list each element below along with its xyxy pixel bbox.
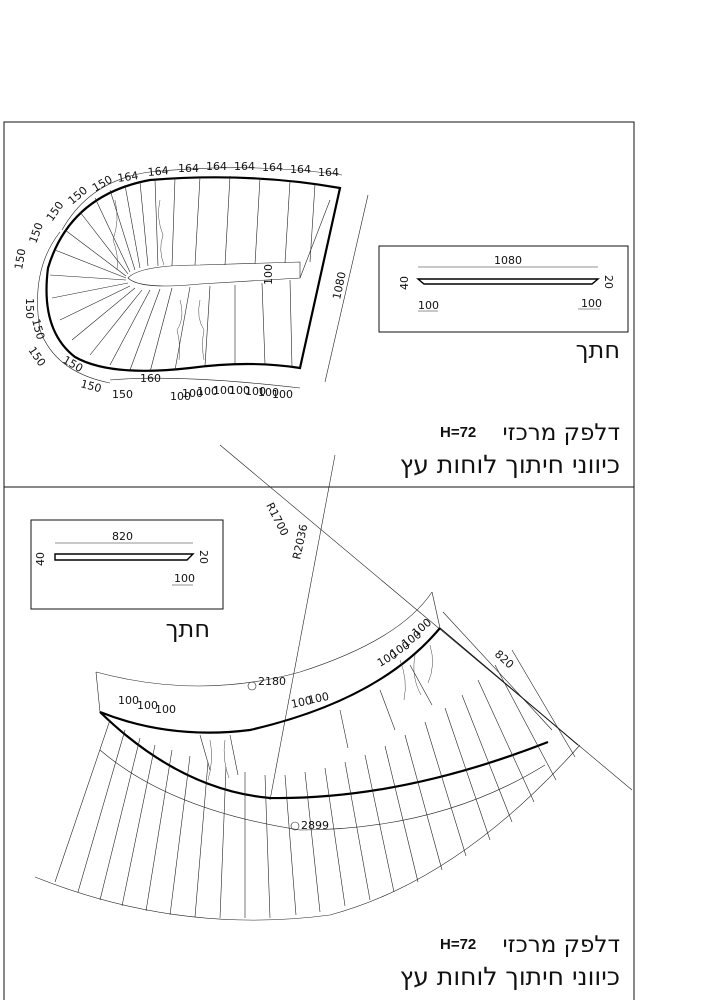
dim-line-1080: [324, 194, 369, 383]
dim-164-6: 164: [262, 161, 283, 174]
top-title-line2: כיווני חיתוך לוחות עץ: [399, 450, 620, 479]
dim-100-b5: 100: [229, 384, 250, 397]
top-section-profile: [416, 278, 600, 285]
strip-dim-m2: 100: [307, 690, 330, 707]
dim-line-820: [442, 611, 553, 731]
dim-150-7: 150: [29, 317, 47, 341]
arc-outer-edge: [34, 744, 581, 921]
arc-end-right: [439, 627, 579, 746]
top-section-label: חתך: [575, 336, 620, 364]
dim-100-b1: 100: [170, 390, 191, 403]
strip-dim-l3: 100: [155, 703, 176, 716]
diam-label-2899: 2899: [301, 819, 329, 832]
bottom-section-detail: 820 40 20 100: [30, 519, 224, 610]
arc-upper-guide: [95, 591, 433, 687]
bottom-section-profile: [54, 553, 195, 561]
arc-outer-top: [99, 627, 441, 734]
bottom-section-length: 820: [112, 530, 133, 543]
dim-100-b3: 100: [197, 385, 218, 398]
dim-164-4: 164: [206, 160, 227, 173]
top-height-label: H=72: [440, 424, 477, 441]
bottom-thick-40: 40: [34, 552, 47, 566]
section-thick-20: 20: [602, 275, 615, 289]
dim-100-b4: 100: [213, 384, 234, 397]
dim-164-8: 164: [318, 166, 339, 179]
bottom-edge-right: 100: [174, 572, 195, 585]
strip-dim-m1: 100: [290, 694, 313, 711]
dim-164-2: 164: [147, 164, 169, 179]
top-counter-plan: 164 164 164 164 164 164 164 164 150 150 …: [12, 160, 369, 403]
dim-150-5: 150: [12, 248, 28, 271]
radius-label-2036: R2036: [290, 523, 310, 561]
section-edge-left: 100: [418, 299, 439, 312]
top-section-box: [378, 245, 629, 333]
diam-symbol-2899: [290, 821, 300, 831]
top-title-text: דלפק מרכזי: [502, 420, 621, 446]
cut-lines-top: [49, 175, 331, 373]
bottom-dims-100: 100 100 100 100 100 100 100 100: [170, 384, 293, 403]
dim-150-6: 150: [23, 298, 36, 319]
radius-label-1700: R1700: [263, 500, 291, 538]
curved-counter-plan: [34, 591, 581, 921]
top-section-detail: 1080 40 20 100 100: [378, 245, 629, 333]
dim-164-1: 164: [117, 169, 140, 185]
arc-dims-164: 164 164 164 164 164 164 164 164: [117, 160, 339, 185]
strip-dim-l1: 100: [118, 694, 139, 707]
dim-150-11: 150: [112, 388, 133, 401]
diam-symbol-2180: [247, 681, 257, 691]
arc-lower-guide: [99, 749, 546, 831]
section-length-1080: 1080: [494, 254, 522, 267]
cut-lines-bottom: [54, 649, 576, 919]
wood-grain-bottom: [207, 644, 433, 781]
bottom-section-box: [30, 519, 224, 610]
dim-100-b2: 100: [182, 387, 203, 400]
bottom-dim-line: [109, 377, 301, 389]
bottom-section-label: חתך: [165, 615, 210, 643]
dim-150-10: 150: [79, 377, 103, 395]
wood-grain-top: [112, 199, 205, 361]
section-edge-right: 100: [581, 297, 602, 310]
sheet-frame: [3, 121, 635, 1000]
strip-dim-l2: 100: [137, 699, 158, 712]
center-slot: [127, 261, 301, 287]
top-counter-outline: [45, 176, 342, 372]
dim-164-5: 164: [234, 160, 255, 173]
dim-164-7: 164: [290, 163, 311, 176]
bottom-height-label: H=72: [440, 936, 477, 953]
dim-100-b6: 100: [245, 385, 266, 398]
bottom-title-line2: כיווני חיתוך לוחות עץ: [399, 962, 620, 991]
diam-label-2180: 2180: [258, 675, 286, 688]
arc-inner-boundary: [99, 711, 549, 800]
bottom-thick-20: 20: [197, 550, 210, 564]
dim-1080: 1080: [330, 271, 349, 301]
dim-164-3: 164: [178, 162, 199, 175]
arc-dim-line-left: [37, 231, 111, 384]
dim-slot-100: 100: [262, 264, 275, 285]
section-thick-40: 40: [398, 276, 411, 290]
arc-dim-line-top: [61, 167, 343, 231]
bottom-title-line1: דלפק מרכזי H=72: [420, 932, 620, 958]
dim-100-b8: 100: [272, 388, 293, 401]
bottom-title-text: דלפק מרכזי: [502, 932, 621, 958]
top-title-line1: דלפק מרכזי H=72: [420, 420, 620, 446]
dim-100-b7: 100: [258, 386, 279, 399]
radius-line-2036: [269, 454, 336, 801]
